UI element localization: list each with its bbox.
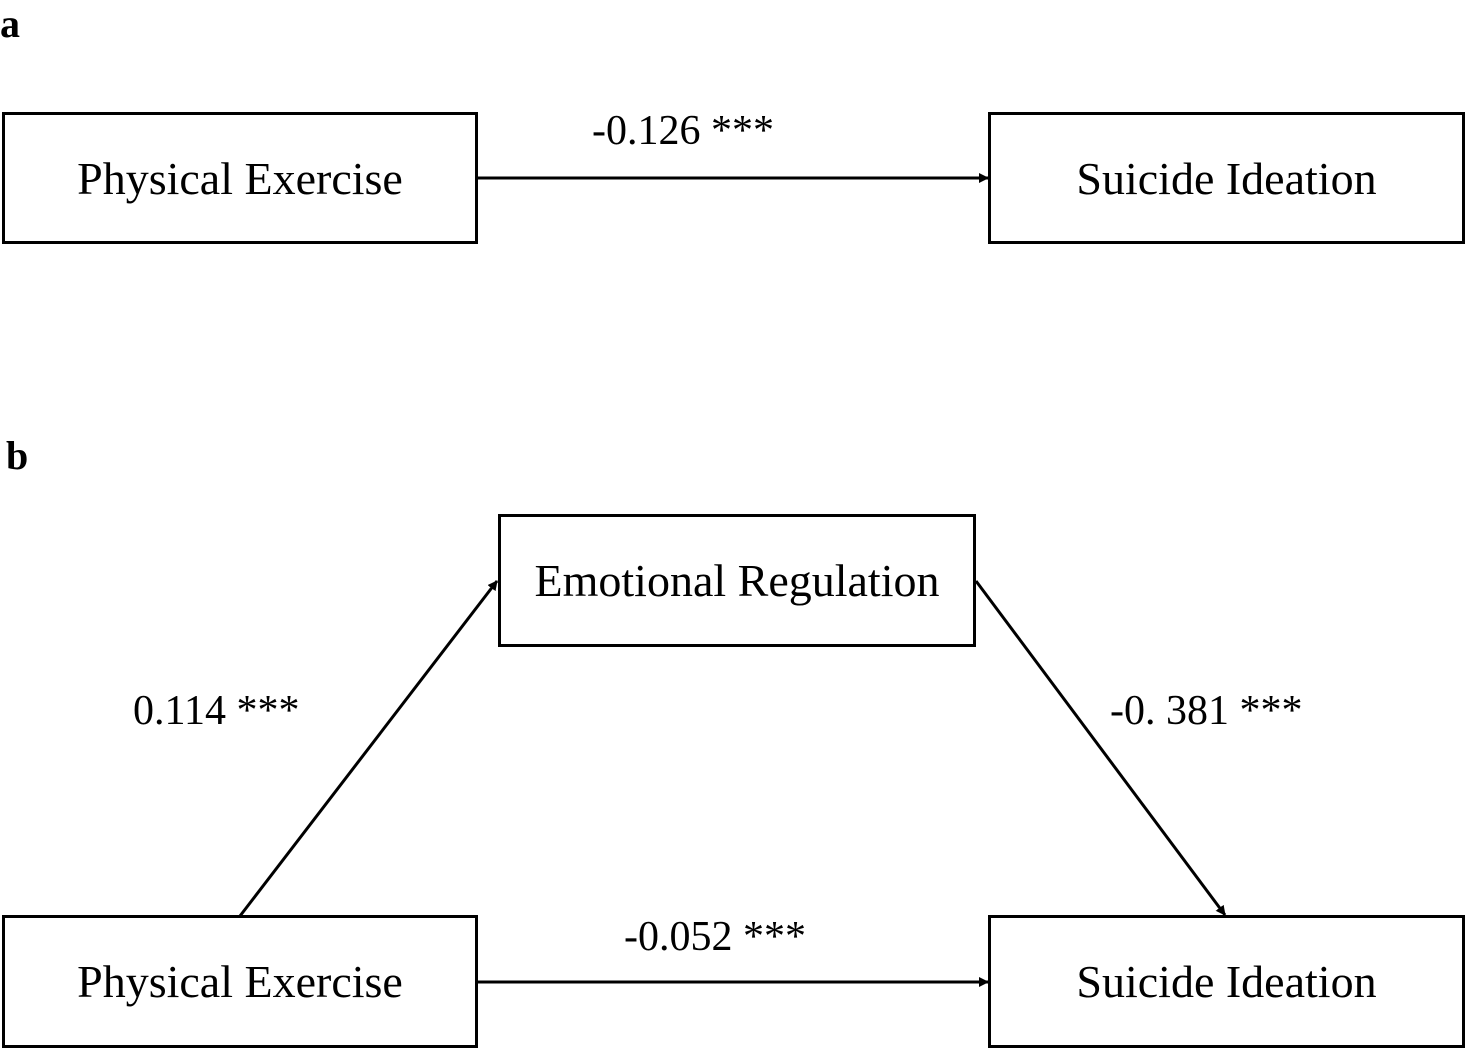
panel-b-suicide-ideation-box: Suicide Ideation xyxy=(988,915,1465,1048)
panel-a-physical-exercise-label: Physical Exercise xyxy=(77,152,403,204)
arrow-b-a-path xyxy=(238,580,499,917)
panel-a-suicide-ideation-label: Suicide Ideation xyxy=(1076,152,1377,204)
panel-a-label: a xyxy=(0,1,20,46)
panel-b-physical-exercise-label: Physical Exercise xyxy=(77,956,403,1007)
panel-b-suicide-ideation-label: Suicide Ideation xyxy=(1076,956,1377,1007)
panel-b-physical-exercise-box: Physical Exercise xyxy=(2,915,478,1048)
panel-b-emotional-regulation-label: Emotional Regulation xyxy=(534,555,940,606)
arrow-b-b-path xyxy=(974,580,1227,916)
panel-b-b-path-coefficient: -0. 381 *** xyxy=(1110,688,1303,734)
panel-b-direct-effect-coefficient: -0.052 *** xyxy=(624,914,806,960)
panel-a-total-effect-coefficient: -0.126 *** xyxy=(592,108,774,154)
panel-b-emotional-regulation-box: Emotional Regulation xyxy=(498,514,976,647)
panel-b-a-path-coefficient: 0.114 *** xyxy=(133,688,300,734)
panel-a-suicide-ideation-box: Suicide Ideation xyxy=(988,112,1465,244)
panel-a-physical-exercise-box: Physical Exercise xyxy=(2,112,478,244)
panel-b-label: b xyxy=(6,433,29,478)
